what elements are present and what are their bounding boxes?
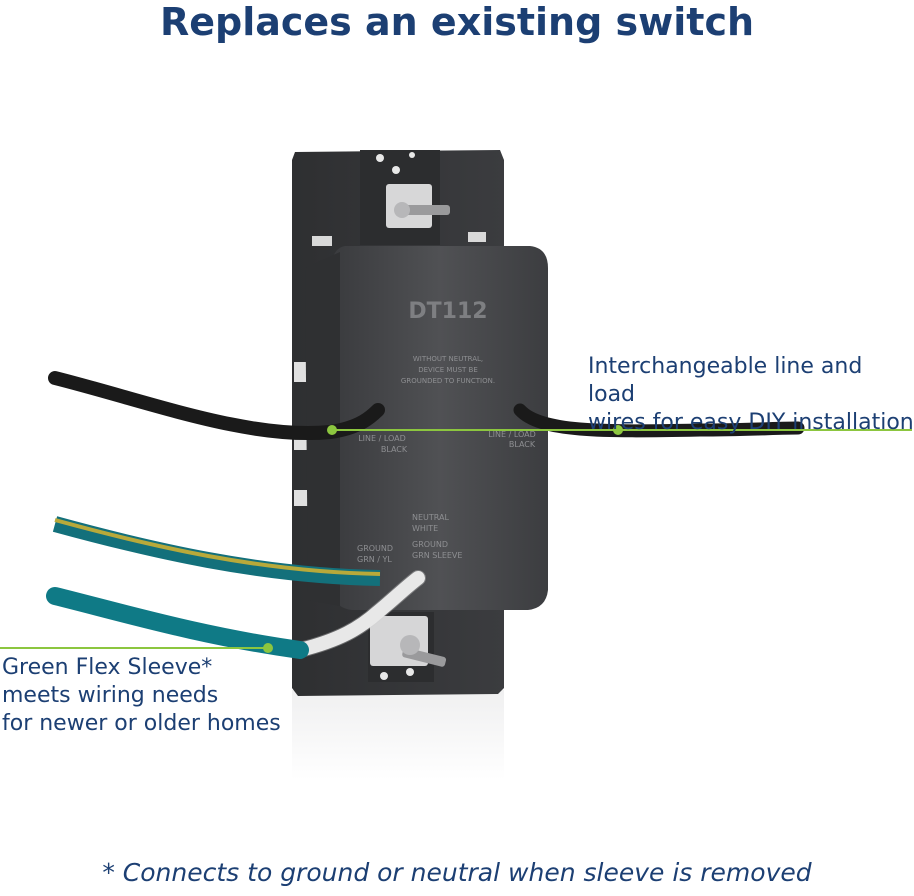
page-headline: Replaces an existing switch — [159, 0, 755, 44]
strap-side-tab-right — [468, 232, 486, 242]
ground-left-label-line1: GROUND — [357, 544, 393, 553]
callout-left-line3: for newer or older homes — [2, 711, 281, 736]
wire-green-flex-sleeve — [46, 587, 309, 659]
mounting-hole-bottom-left — [380, 672, 388, 680]
wire-green-yellow — [52, 516, 381, 586]
ground-left-label-line2: GRN / YL — [357, 555, 392, 564]
wire-white-neutral-edge — [292, 570, 426, 658]
mounting-hole-top-center — [392, 166, 400, 174]
device-reflection — [292, 690, 504, 780]
device-warning-line2: DEVICE MUST BE — [418, 366, 478, 374]
strap-side-tab-left — [312, 236, 332, 246]
callout-dot-sleeve — [263, 643, 273, 653]
left-terminal-label-line2: BLACK — [381, 445, 408, 454]
device-warning-line1: WITHOUT NEUTRAL, — [413, 355, 483, 363]
callout-right-line1: Interchangeable line and load — [588, 354, 863, 407]
left-terminal-label-line1: LINE / LOAD — [358, 434, 406, 443]
callout-dot-right-wire — [613, 425, 623, 435]
mounting-hole-top-left — [376, 154, 384, 162]
neutral-label-line2: WHITE — [412, 524, 438, 533]
top-terminal-screw-head — [394, 202, 410, 218]
bottom-terminal-screw-head — [400, 635, 420, 655]
callout-dot-left-wire — [327, 425, 337, 435]
right-terminal-label-line1: LINE / LOAD — [488, 430, 536, 439]
footnote: * Connects to ground or neutral when sle… — [102, 858, 812, 887]
callout-right-line2: wires for easy DIY installation — [588, 410, 914, 435]
wire-black-left — [48, 371, 385, 441]
wire-green-yellow-stripe — [54, 518, 381, 576]
callout-left-line1: Green Flex Sleeve* — [2, 655, 213, 680]
callout-green-flex-sleeve: Green Flex Sleeve* meets wiring needs fo… — [2, 654, 322, 738]
callout-line-load: Interchangeable line and load wires for … — [588, 353, 914, 437]
yoke-rib-1 — [294, 362, 308, 382]
yoke-rib-3 — [294, 490, 308, 506]
top-terminal-screw — [398, 205, 450, 215]
ground-right-label-line2: GRN SLEEVE — [412, 551, 462, 560]
wire-white-neutral — [293, 571, 425, 657]
device-model-label: DT112 — [408, 299, 487, 324]
mounting-hole-bottom-right — [406, 668, 414, 676]
device-body — [332, 246, 548, 610]
device-warning-line3: GROUNDED TO FUNCTION. — [401, 377, 495, 385]
ground-right-label-line1: GROUND — [412, 540, 448, 549]
mounting-hole-top-right — [409, 152, 415, 158]
callout-left-line2: meets wiring needs — [2, 683, 219, 708]
neutral-label-line1: NEUTRAL — [412, 513, 449, 522]
right-terminal-label-line2: BLACK — [509, 440, 536, 449]
